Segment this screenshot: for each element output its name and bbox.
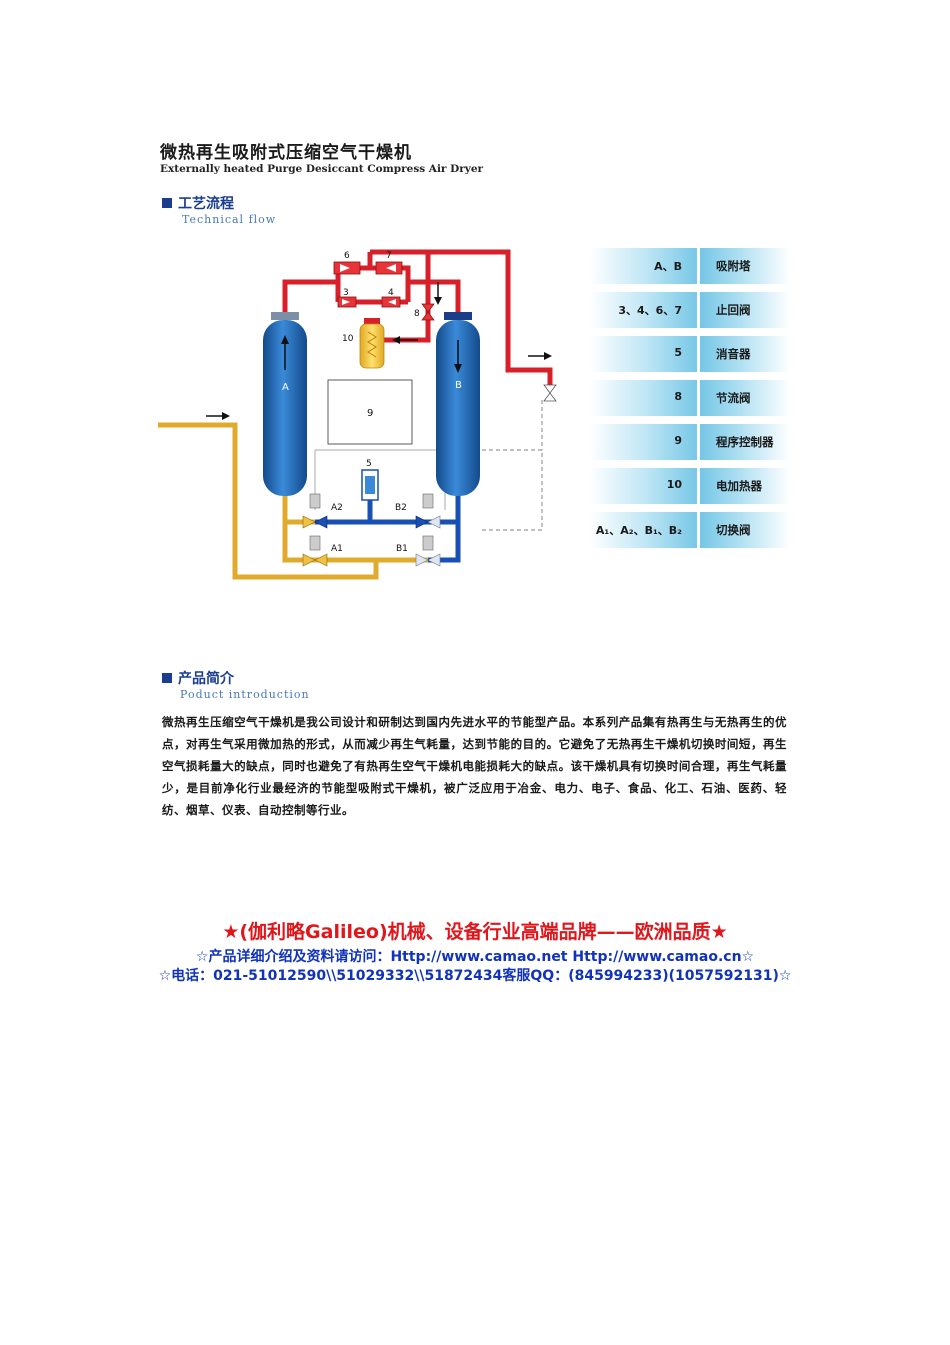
- page-title: 微热再生吸附式压缩空气干燥机: [160, 143, 412, 163]
- flow-section-subtitle: Technical flow: [182, 213, 277, 226]
- legend-row: 5 消音器: [590, 336, 790, 372]
- controller-label: 9: [367, 408, 373, 419]
- program-controller: 9: [327, 379, 413, 445]
- flow-section-header: 工艺流程 Technical flow: [162, 193, 276, 226]
- legend-value: 节流阀: [716, 391, 751, 405]
- product-intro-text: 微热再生压缩空气干燥机是我公司设计和研制达到国内先进水平的节能型产品。本系列产品…: [162, 715, 787, 817]
- heater-label: 10: [342, 334, 354, 344]
- valve-b1-label: B1: [396, 544, 408, 554]
- footer-brand-line: ★(伽利略Galileo)机械、设备行业高端品牌——欧洲品质★: [222, 921, 728, 943]
- heater-coil-icon: [367, 331, 377, 358]
- valve-b2-label: B2: [395, 503, 407, 513]
- tower-b-label: B: [455, 380, 462, 391]
- legend-value: 电加热器: [716, 479, 762, 493]
- intro-section-title: 产品简介: [178, 671, 234, 687]
- legend-row: 10 电加热器: [590, 468, 790, 504]
- legend-row: 3、4、6、7 止回阀: [590, 292, 790, 328]
- arrow-down-icon: [454, 364, 462, 373]
- check-valve-4-label: 4: [388, 288, 394, 298]
- tower-b: B: [436, 312, 480, 496]
- control-dashed-line: [468, 400, 543, 531]
- check-valve-6: 6: [333, 251, 361, 275]
- legend-row: A₁、A₂、B₁、B₂ 切换阀: [590, 512, 790, 548]
- arrow-down-small-icon: [434, 297, 442, 305]
- legend-value: 消音器: [716, 347, 751, 361]
- switching-valve-b2: B2: [395, 493, 441, 529]
- throttle-valve-8-label: 8: [414, 309, 420, 319]
- arrow-left-icon: [392, 336, 400, 344]
- arrow-up-icon: [281, 335, 289, 344]
- tower-a: A: [263, 312, 307, 496]
- outlet-valve: [543, 384, 557, 402]
- footer-contact-line: ☆电话：021-51012590\\51029332\\51872434客服QQ…: [158, 968, 792, 984]
- component-legend: A、B 吸附塔 3、4、6、7 止回阀 5 消音器 8 节流阀 9 程序控制器 10 电加热…: [590, 248, 790, 556]
- legend-key: 8: [674, 390, 682, 403]
- legend-row: A、B 吸附塔: [590, 248, 790, 284]
- legend-value: 止回阀: [716, 303, 751, 317]
- check-valve-7-label: 7: [386, 251, 392, 261]
- check-valve-7: 7: [375, 251, 403, 275]
- valve-a1-label: A1: [331, 544, 343, 554]
- footer-website-line[interactable]: ☆产品详细介绍及资料请访问：Http://www.camao.net Http:…: [195, 949, 755, 965]
- legend-key: 3、4、6、7: [618, 304, 682, 317]
- arrow-right-icon: [544, 352, 552, 360]
- legend-value: 吸附塔: [716, 259, 751, 273]
- legend-key: 9: [674, 434, 682, 447]
- muffler-label: 5: [366, 459, 372, 469]
- check-valve-6-label: 6: [344, 251, 350, 261]
- flow-section-title: 工艺流程: [178, 196, 234, 212]
- check-valve-4: 4: [381, 288, 401, 308]
- switching-valve-a1: A1: [302, 535, 343, 567]
- legend-key: A、B: [654, 260, 682, 273]
- legend-key: 10: [666, 478, 682, 491]
- legend-key: 5: [674, 346, 682, 359]
- switching-valve-b1: B1: [396, 535, 441, 567]
- legend-row: 8 节流阀: [590, 380, 790, 416]
- tower-a-label: A: [282, 382, 289, 393]
- process-flow-diagram: A B 10 6 7 3 4 8: [158, 249, 557, 580]
- intro-section-header: 产品简介 Poduct introduction: [162, 668, 310, 701]
- page-title-english: Externally heated Purge Desiccant Compre…: [160, 163, 484, 175]
- legend-row: 9 程序控制器: [590, 424, 790, 460]
- legend-value: 切换阀: [716, 523, 751, 537]
- section-square-icon: [162, 198, 172, 208]
- electric-heater: 10: [342, 318, 385, 369]
- switching-valve-a2: A2: [302, 493, 343, 529]
- check-valve-3: 3: [337, 288, 357, 308]
- throttle-valve-8: 8: [414, 303, 435, 321]
- muffler: 5: [361, 459, 379, 501]
- legend-value: 程序控制器: [716, 435, 774, 449]
- check-valve-3-label: 3: [343, 288, 349, 298]
- arrow-right-inlet-icon: [222, 412, 230, 420]
- valve-a2-label: A2: [331, 503, 343, 513]
- intro-section-subtitle: Poduct introduction: [180, 688, 310, 701]
- legend-key: A₁、A₂、B₁、B₂: [595, 524, 682, 537]
- section-square-icon: [162, 673, 172, 683]
